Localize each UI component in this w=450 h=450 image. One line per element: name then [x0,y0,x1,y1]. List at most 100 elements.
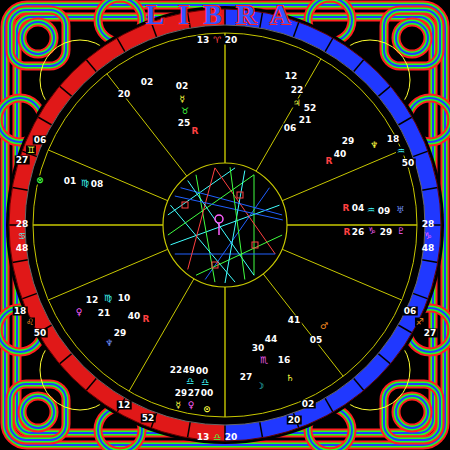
aspect-line [175,254,275,255]
knot-loop [384,10,440,66]
chart-label: 13 [196,433,211,442]
knot-frame [17,17,433,433]
chart-label: 00 [200,389,215,398]
chart-label: 06 [283,124,298,133]
cusp-line [33,224,163,225]
chart-label: 18 [386,135,401,144]
chart-label: ♑ [423,232,433,241]
aspect-mark [182,202,188,208]
band-tick [86,378,96,390]
band-tick [413,293,428,298]
cusp-line [48,150,168,201]
chart-label: ♎ [212,433,222,442]
band-tick [12,260,28,263]
chart-label: R [325,157,334,166]
chart-label: ♄ [285,374,295,383]
aspect-line [196,235,282,275]
chart-label: ♇ [396,227,406,236]
knot-loop [396,22,428,54]
knot-loop [396,22,428,54]
knot-loop [10,384,66,440]
aspect-mark [212,262,218,268]
chart-label: 13 [196,36,211,45]
chart-label: 41 [287,316,302,325]
chart-label: ♋ [17,232,27,241]
knot-frame [17,17,433,433]
chart-label: 50 [401,159,416,168]
knot-loop [22,22,54,54]
knot-loop [22,22,54,54]
chart-label: ♆ [369,141,379,150]
aspect-mark [252,242,258,248]
chart-label: ♒ [396,147,406,156]
band-tick [354,60,364,72]
chart-label: ⊗ [35,176,45,185]
chart-label: ♀ [187,401,196,410]
chart-label: ♉ [180,107,190,116]
knot-loop [10,384,66,440]
chart-label: 52 [303,104,318,113]
chart-label: 02 [140,78,155,87]
band-tick [60,86,72,96]
chart-label: ♀ [75,308,84,317]
chart-label: ♎ [200,378,210,387]
knot-loop [22,22,54,54]
chart-label: 21 [298,116,313,125]
chart-label: 29 [379,228,394,237]
chart-label: 20 [117,90,132,99]
chart-label: 00 [195,367,210,376]
chart-label: ☽ [255,382,265,391]
aspect-line [188,168,215,270]
knot-loop [384,384,440,440]
chart-label: R [342,204,351,213]
knot-loop [10,10,66,66]
knot-loop [396,396,428,428]
chart-label: ♂ [319,322,329,331]
knot-loop [10,384,66,440]
chart-label: 01 [63,177,78,186]
band-tick [60,354,72,364]
band-tick [422,260,438,263]
chart-label: 50 [33,329,48,338]
cusp-line [282,249,402,300]
band-tick [187,422,190,438]
aspect-mark [237,192,243,198]
ring-edge [25,25,425,425]
chart-label: 40 [333,150,348,159]
ring-edge [9,9,441,441]
chart-label: 09 [377,207,392,216]
chart-label: 29 [113,329,128,338]
aspect-line [225,170,245,283]
cusp-line [256,59,321,172]
knot-loop [396,22,428,54]
band-tick [117,38,125,52]
aspect-line [170,205,235,282]
chart-label: R [191,127,200,136]
chart-label: 27 [15,156,30,165]
center-figure [215,215,223,223]
cusp-line [287,224,417,225]
band-tick [422,187,438,190]
chart-label: 06 [33,136,48,145]
knot-frame [5,5,445,445]
chart-label: 44 [264,335,279,344]
chart-label: 12 [284,72,299,81]
chart-label: 20 [224,36,239,45]
center-figure [218,223,220,235]
band-tick [22,293,37,298]
knot-loop [384,10,440,66]
chart-label: ♑ [367,227,377,236]
chart-label: ♎ [185,377,195,386]
chart-label: ♊ [26,146,36,155]
house-circle [33,33,417,417]
knot-loop [10,10,66,66]
chart-label: 26 [351,228,366,237]
chart-label: 06 [403,307,418,316]
knot-loop [384,10,440,66]
aspect-line [205,188,269,280]
band-tick [398,117,412,125]
chart-label: ♍ [103,294,113,303]
chart-label: ☿ [178,95,186,104]
knot-loop [22,396,54,428]
